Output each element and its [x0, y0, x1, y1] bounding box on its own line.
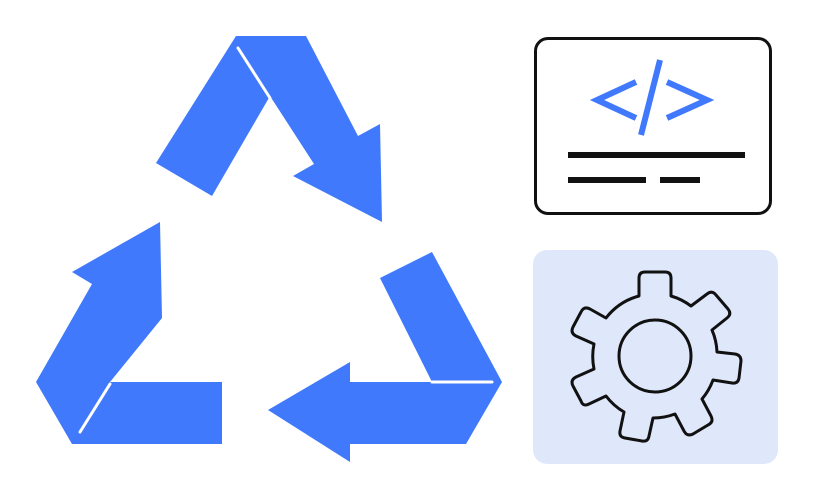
code-bracket-right [665, 79, 715, 121]
code-brackets-icon [568, 59, 745, 183]
settings-card [533, 250, 778, 464]
code-slash [638, 59, 663, 136]
code-bracket-left [589, 79, 638, 121]
recycle-seam-left [78, 382, 112, 434]
gear-icon [570, 270, 743, 443]
recycle-seam-top [236, 46, 272, 100]
code-window-card [534, 37, 772, 215]
recycle-arrow-left [36, 222, 222, 444]
gear-center-ring [617, 318, 693, 394]
recycle-arrow-top [156, 36, 382, 222]
gear-outline [570, 270, 743, 443]
recycle-arrow-right [268, 252, 502, 462]
